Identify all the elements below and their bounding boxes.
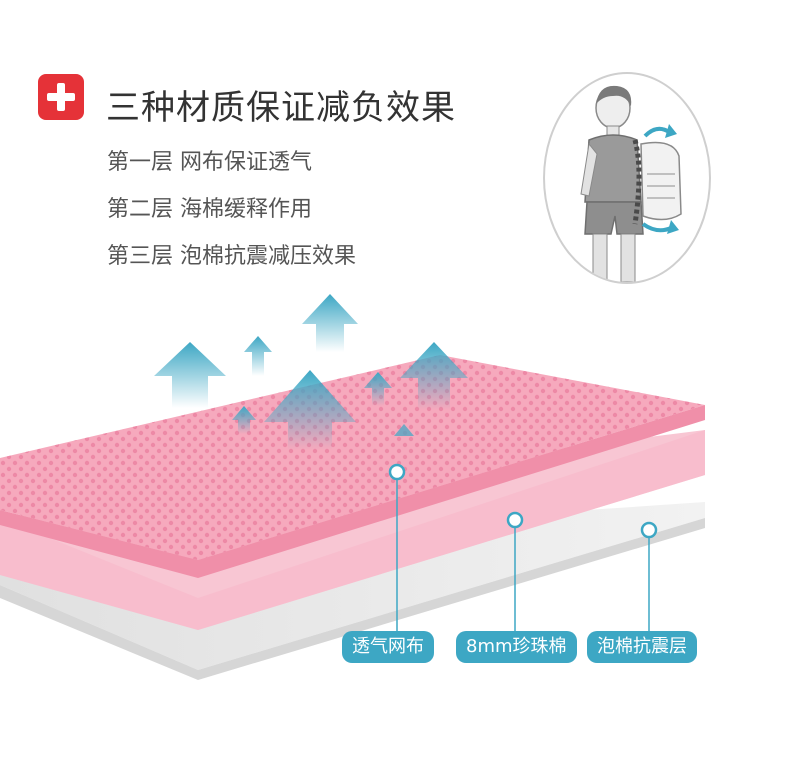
feature-line-2: 第二层 海棉缓释作用 [107, 197, 312, 222]
layers-illustration [0, 294, 705, 680]
backpack [640, 141, 682, 221]
mesh-dots [0, 355, 705, 560]
swiss-cross-icon [38, 74, 84, 120]
arrow-curve-top [643, 126, 671, 138]
figure-svg [580, 85, 682, 282]
arrow-head-top [665, 124, 677, 138]
backpack-stitching [647, 173, 675, 199]
feature-line-3: 第三层 泡棉抗震减压效果 [107, 244, 356, 269]
figure-leg-right [620, 233, 636, 282]
spine [632, 139, 642, 225]
callout-shock-label: 泡棉抗震层 [587, 631, 697, 663]
feature-line-1: 第一层 网布保证透气 [107, 150, 312, 175]
callout-mesh-label: 透气网布 [342, 631, 434, 663]
callout-foam-label: 8mm珍珠棉 [456, 631, 577, 663]
arrow-curve-bottom [641, 222, 672, 233]
spine-support-illustration [543, 72, 711, 284]
upward-arrow-icon [154, 294, 468, 450]
foam-layer [0, 430, 705, 630]
page-title: 三种材质保证减负效果 [106, 88, 456, 128]
figure-shorts [584, 201, 644, 235]
callout-pointers [388, 463, 658, 631]
arrow-head-bottom [667, 220, 679, 234]
figure-arm [580, 142, 598, 197]
figure-hair [596, 85, 632, 106]
figure-leg-left [592, 233, 608, 282]
